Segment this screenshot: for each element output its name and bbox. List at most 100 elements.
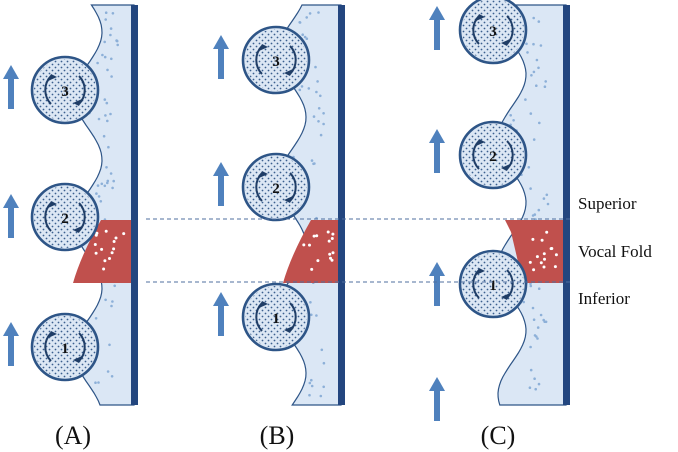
vocal-fold-dot — [331, 232, 335, 236]
tissue-dot — [298, 88, 302, 92]
vocal-fold-dot — [542, 252, 546, 256]
tissue-dot — [544, 80, 547, 83]
rotation-arrowhead — [501, 164, 510, 171]
vortex-number: 1 — [272, 311, 280, 327]
tissue-dot — [113, 284, 116, 288]
tissue-dot — [310, 313, 313, 317]
tissue-dot — [529, 345, 532, 349]
tissue-dot — [106, 181, 109, 185]
tissue-dot — [533, 213, 537, 216]
tissue-dot — [112, 179, 115, 183]
rotation-arc-right — [506, 140, 514, 170]
rotation-arrowhead — [73, 99, 82, 106]
rotation-arrowhead — [284, 326, 293, 333]
tissue-dot — [532, 318, 536, 322]
vortex-number: 1 — [489, 278, 497, 294]
tissue-dot — [108, 343, 111, 347]
tissue-dot — [305, 37, 309, 40]
tissue-dot — [111, 186, 114, 190]
tissue-dot — [319, 394, 323, 398]
tissue-dot — [94, 317, 98, 320]
tissue-dot — [531, 306, 535, 310]
vocal-fold-dot — [550, 247, 554, 250]
tissue-dot — [509, 114, 512, 117]
tissue-dot — [303, 35, 307, 39]
rotation-arc-left — [255, 172, 263, 202]
tissue-dot — [319, 94, 322, 98]
tissue-dot — [97, 195, 101, 198]
tissue-dot — [529, 368, 533, 372]
vocal-fold-dot — [104, 229, 108, 233]
tissue-dot — [320, 348, 324, 352]
vocal-fold-dot — [315, 234, 319, 238]
tissue-dot — [322, 361, 326, 365]
tissue-dot — [106, 119, 109, 123]
vocal-fold-dot — [328, 252, 332, 256]
tissue-dot — [103, 40, 106, 44]
vortex-number: 1 — [61, 341, 69, 357]
tissue-dot — [313, 162, 316, 165]
vocal-fold-dot — [554, 253, 558, 257]
tissue-dot — [111, 12, 115, 15]
flow-arrow-up-icon — [213, 292, 229, 336]
wall-boundary — [338, 5, 345, 405]
vortex-stipple — [34, 316, 96, 378]
tissue-dot — [542, 318, 545, 322]
tissue-dot — [101, 53, 104, 57]
panel-c: 1 2 3 — [429, 0, 570, 421]
tissue-dot — [298, 21, 302, 24]
rotation-arc-left — [44, 332, 52, 362]
tissue-dot — [536, 337, 539, 340]
tissue-dot — [97, 117, 101, 121]
tissue-dot — [529, 282, 532, 286]
vocal-fold-dot — [330, 237, 334, 240]
tissue-dot — [522, 300, 525, 304]
tissue-dot — [94, 381, 97, 385]
tissue-dot — [106, 179, 110, 183]
vortex-stipple — [245, 29, 307, 91]
vocal-fold-dot — [330, 258, 334, 262]
tissue-dot — [532, 70, 536, 74]
tissue-dot — [524, 98, 527, 101]
rotation-arc-left — [472, 140, 480, 170]
vocal-fold-dot — [93, 243, 97, 246]
rotation-arc-right — [289, 45, 297, 75]
vocal-fold-dot — [310, 267, 314, 271]
vortex-2: 2 — [30, 182, 100, 252]
vocal-fold-dot — [528, 260, 532, 264]
vortex-stipple — [34, 186, 96, 248]
flow-arrow-up-icon — [429, 262, 445, 306]
tissue-dot — [546, 202, 550, 206]
vocal-fold-dot — [110, 251, 114, 255]
rotation-arc-right — [289, 172, 297, 202]
vortex-3: 3 — [458, 0, 528, 65]
superior-label: Superior — [578, 194, 637, 213]
tissue-dot — [528, 386, 532, 390]
vortex-2: 2 — [458, 120, 528, 190]
vortex-stipple — [245, 156, 307, 218]
rotation-arc-right — [289, 302, 297, 332]
tissue-dot — [526, 51, 529, 54]
tissue-dot — [315, 90, 318, 94]
vocal-fold-dot — [531, 237, 535, 241]
vocal-fold-dot — [543, 257, 546, 261]
tissue-dot — [527, 166, 531, 169]
tissue-dot — [533, 377, 536, 381]
tissue-dot — [317, 120, 320, 123]
vortex-number: 3 — [61, 84, 69, 100]
wall-boundary — [563, 5, 570, 405]
rotation-arrowhead — [476, 268, 485, 275]
tissue-dot — [319, 133, 323, 137]
wall-boundary — [131, 5, 138, 405]
tissue-dot — [103, 184, 107, 188]
tissue-dot — [104, 18, 107, 21]
panel-a: 1 2 3 — [3, 4, 138, 406]
rotation-arc-left — [44, 202, 52, 232]
vortex-number: 2 — [61, 211, 69, 227]
tissue-dot — [538, 121, 541, 125]
tissue-dot — [100, 182, 104, 186]
tissue-dot — [317, 11, 320, 14]
tissue-dot — [539, 313, 543, 317]
tissue-dot — [110, 375, 114, 378]
